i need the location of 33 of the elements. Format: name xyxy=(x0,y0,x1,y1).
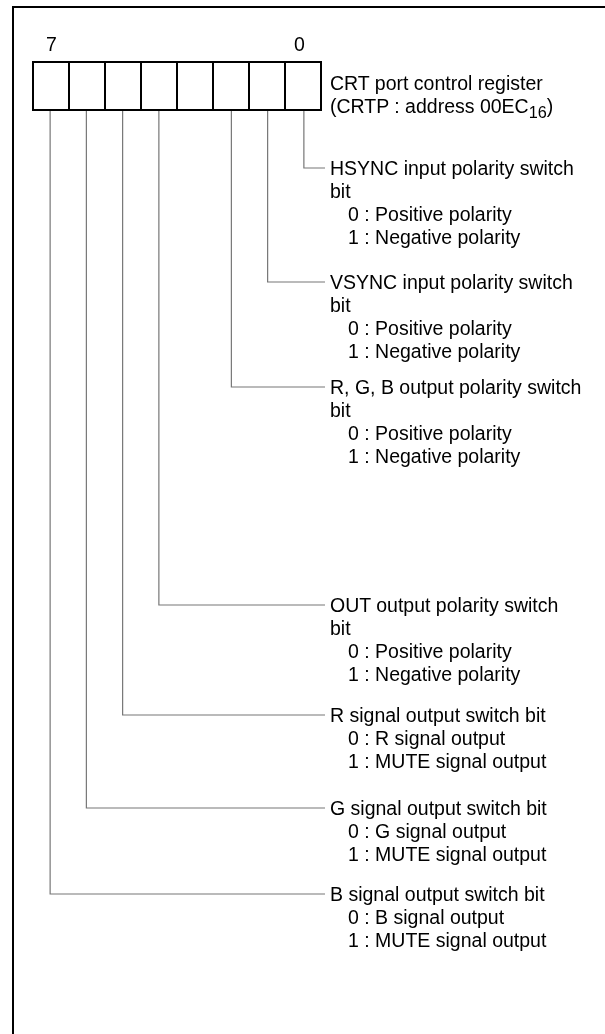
bit-value-description: 1 : Negative polarity xyxy=(347,445,522,468)
bit-name: R, G, B output polarity switch bit xyxy=(330,376,583,422)
bit-value-description: 0 : R signal output xyxy=(347,727,507,750)
bit-value-description: 1 : MUTE signal output xyxy=(347,750,548,773)
bit-value-description: 1 : MUTE signal output xyxy=(347,843,548,866)
bit-number: 7 xyxy=(46,33,57,56)
bit-value-description: 0 : B signal output xyxy=(347,906,506,929)
leader-line xyxy=(85,110,326,809)
register-caption: (CRTP : address 00EC$_{16}$) xyxy=(330,95,554,123)
bit-value-description: 0 : Positive polarity xyxy=(347,640,513,663)
leader-line xyxy=(303,110,326,169)
bit-value-description: 0 : Positive polarity xyxy=(347,317,513,340)
bit-name: OUT output polarity switch bit xyxy=(330,594,560,640)
bit-value-description: 1 : MUTE signal output xyxy=(347,929,548,952)
bit-name: VSYNC input polarity switch bit xyxy=(330,271,574,317)
bit-value-description: 0 : Positive polarity xyxy=(347,203,513,226)
leader-line xyxy=(267,110,326,283)
register-box xyxy=(32,61,322,111)
bit-value-description: 1 : Negative polarity xyxy=(347,340,522,363)
leader-line xyxy=(49,110,326,895)
leader-line xyxy=(122,110,326,716)
bit-name: B signal output switch bit xyxy=(330,883,546,906)
leader-line xyxy=(230,110,326,388)
bit-value-description: 0 : G signal output xyxy=(347,820,508,843)
leader-line xyxy=(158,110,326,606)
register-caption: CRT port control register xyxy=(330,72,543,95)
bit-name: HSYNC input polarity switch bit xyxy=(330,157,575,203)
bit-name: R signal output switch bit xyxy=(330,704,547,727)
bit-number: 0 xyxy=(294,33,305,56)
bit-value-description: 1 : Negative polarity xyxy=(347,663,522,686)
bit-name: G signal output switch bit xyxy=(330,797,548,820)
bit-value-description: 1 : Negative polarity xyxy=(347,226,522,249)
bit-value-description: 0 : Positive polarity xyxy=(347,422,513,445)
